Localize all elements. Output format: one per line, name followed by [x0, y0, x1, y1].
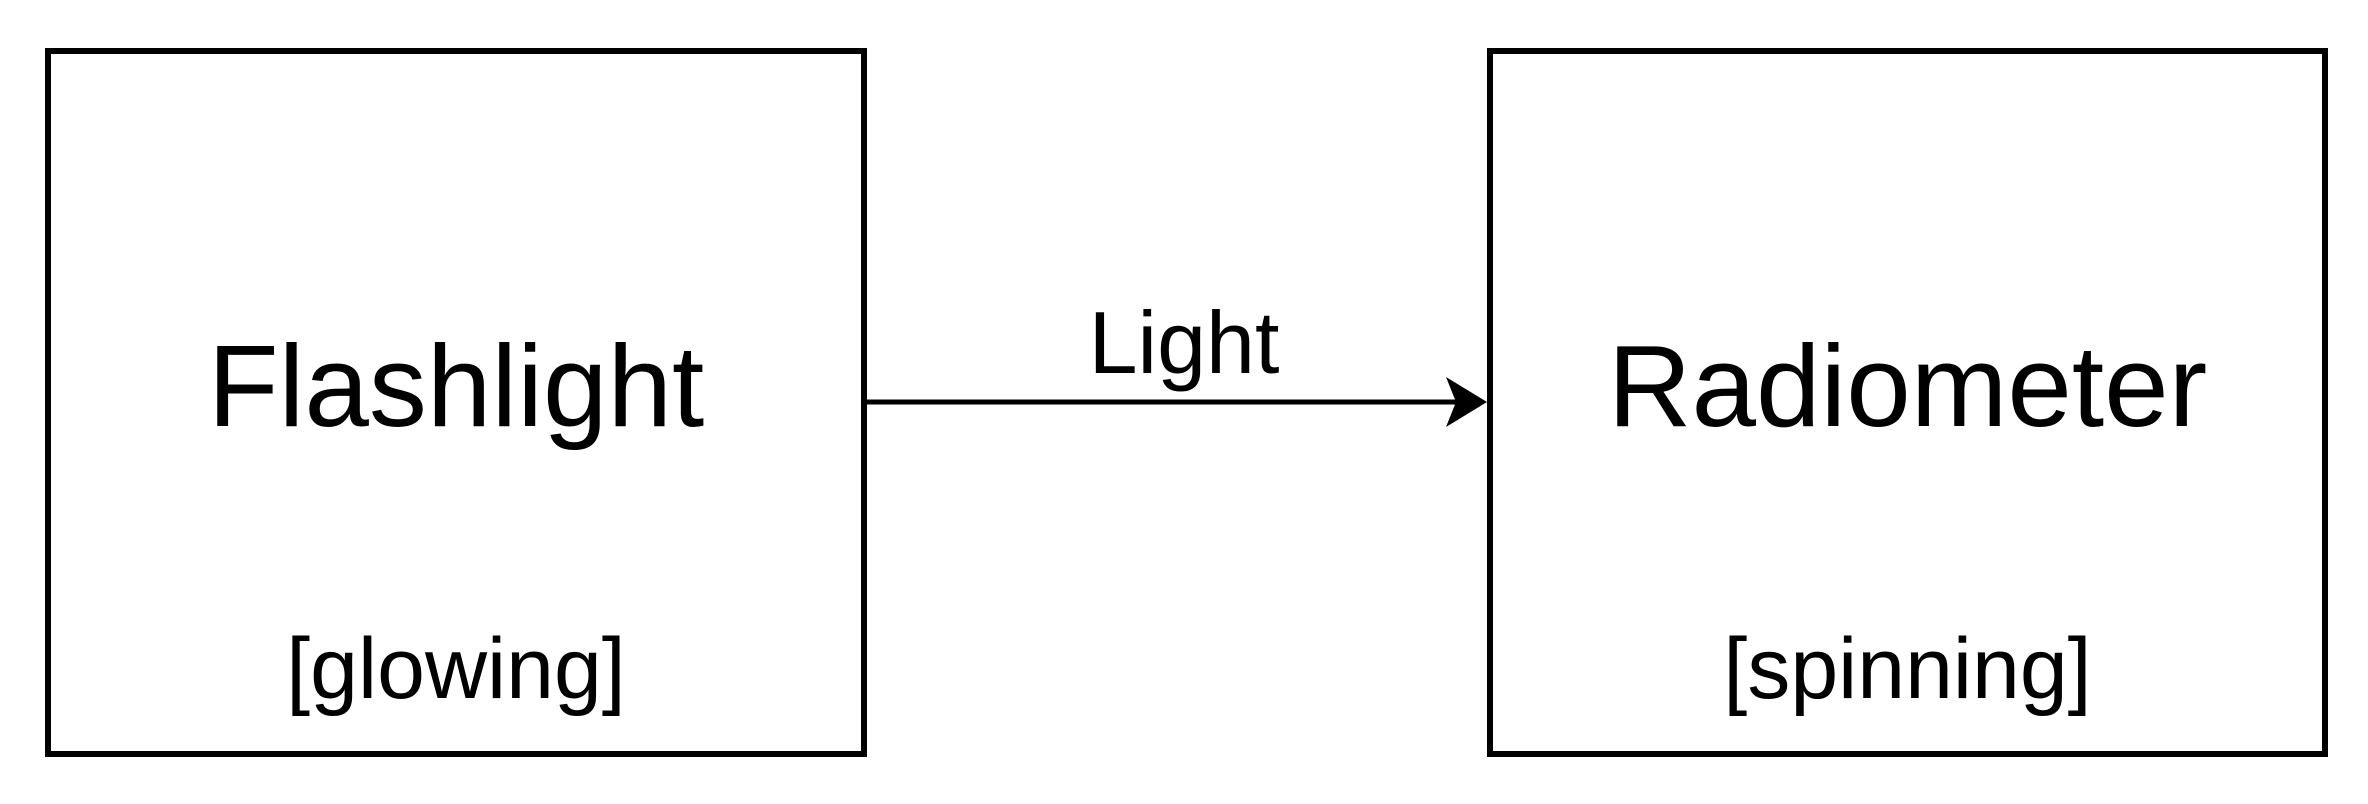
edge-label: Light [1088, 293, 1280, 392]
node-radiometer-title: Radiometer [1607, 321, 2208, 451]
node-radiometer-state: [spinning] [1723, 621, 2092, 717]
node-flashlight: Flashlight [glowing] [45, 48, 867, 757]
node-flashlight-title: Flashlight [207, 321, 705, 451]
node-flashlight-state: [glowing] [286, 621, 626, 717]
node-radiometer: Radiometer [spinning] [1487, 48, 2328, 757]
arrowhead-right-icon [1446, 377, 1487, 427]
